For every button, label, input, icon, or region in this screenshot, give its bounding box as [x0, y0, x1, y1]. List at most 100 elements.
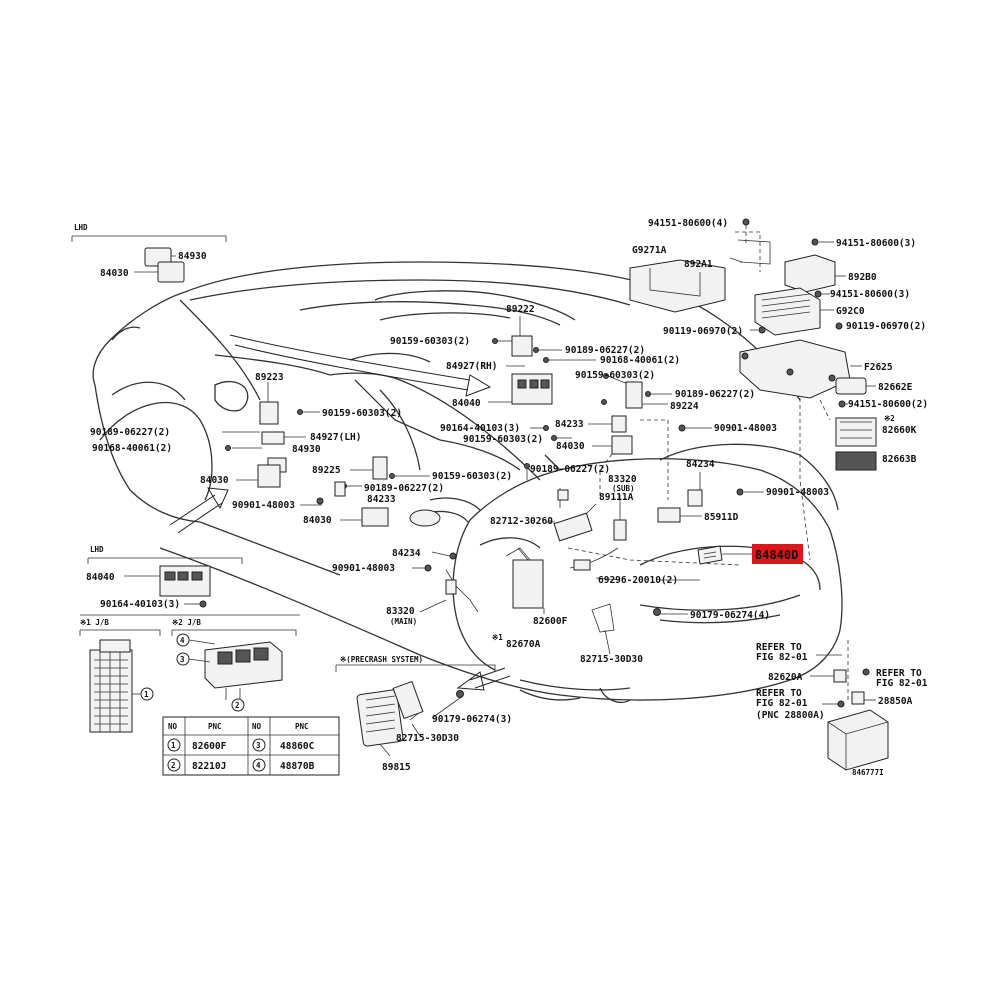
callout-28850a: 28850A	[878, 696, 913, 707]
callout-83320-main-note: (MAIN)	[390, 617, 417, 626]
callout-85911d: 85911D	[704, 512, 739, 523]
right-top-parts: 94151-80600(4) G9271A 892A1 94151-80600(…	[629, 218, 928, 561]
callout-90189-06227-d: 90189-06227(2)	[675, 389, 755, 400]
callout-90168-40061-b: 90168-40061(2)	[600, 355, 680, 366]
callout-90159-60303-e: 90159-60303(2)	[463, 434, 543, 445]
car-body-outline	[92, 261, 843, 703]
callout-90189-06227-b: 90189-06227(2)	[364, 483, 444, 494]
part-84233-b-shape	[611, 415, 627, 433]
callout-89222: 89222	[506, 304, 535, 315]
refer-fig-82-01-b-line1: REFER TO	[876, 668, 922, 679]
part-89225-shape	[372, 456, 388, 480]
callout-94151-80600-a: 94151-80600(4)	[648, 218, 728, 229]
part-84233-a-shape	[334, 481, 346, 497]
callout-90119-06970-a: 90119-06970(2)	[846, 321, 926, 332]
right-mid-parts: 84234 90901-48003 85911D 84840D	[657, 459, 829, 565]
refer-fig-82-01-a-line2: FIG 82-01	[756, 652, 808, 663]
callout-84927-rh: 84927(RH)	[446, 361, 497, 372]
callout-892a1: 892A1	[684, 259, 713, 270]
callout-84930: 84930	[178, 251, 207, 262]
callout-84030-b: 84030	[200, 475, 229, 486]
callout-82620a: 82620A	[768, 672, 803, 683]
part-84030-d-shape	[611, 435, 633, 455]
junction-block-group: ※1 J/B ※2 J/B 1 4 3 2	[79, 618, 297, 733]
callout-82715-30d30-b: 82715-30D30	[396, 733, 459, 744]
refer-fig-82-01-c-line1: REFER TO	[756, 688, 802, 699]
junction-block-1-top	[99, 639, 131, 653]
battery-shape	[827, 709, 889, 771]
highlight-84840d	[752, 544, 803, 564]
callout-83320-sub-note: (SUB)	[612, 484, 635, 493]
refer-fig-82-01-c-line2: FIG 82-01	[756, 698, 808, 709]
jb2-label: ※2 J/B	[172, 618, 201, 627]
callout-89224: 89224	[670, 401, 699, 412]
part-83320-main-shape	[445, 579, 457, 595]
highlight-84840d-label: 84840D	[755, 548, 798, 562]
callout-82660k-mark: ※2	[884, 414, 895, 423]
part-89224-shape	[625, 381, 643, 409]
table-cell: 1	[171, 741, 176, 750]
table-cell: 4	[256, 761, 261, 770]
part-82663b-shape	[835, 451, 877, 471]
part-84030-c-shape	[361, 507, 389, 527]
lhd-group-bottom: LHD 84040 90164-40103(3)	[80, 545, 300, 616]
callout-90189-06227-c: 90189-06227(2)	[565, 345, 645, 356]
door-handle-shape	[409, 509, 441, 527]
callout-84030-a: 84030	[100, 268, 129, 279]
marker-2-text: 2	[235, 701, 240, 710]
callout-90119-06970-b: 90119-06970(2)	[663, 326, 743, 337]
callout-89111a: 89111A	[599, 492, 634, 503]
callout-89225: 89225	[312, 465, 341, 476]
callout-84233-b: 84233	[555, 419, 584, 430]
callout-84927-lh: 84927(LH)	[310, 432, 361, 443]
callout-90159-60303-b: 90159-60303(2)	[432, 471, 512, 482]
table-cell: 48870B	[280, 761, 315, 772]
lhd-label-top: LHD	[74, 223, 88, 232]
part-82660k-shape	[835, 417, 877, 447]
callout-84234-a: 84234	[392, 548, 421, 559]
bottom-right-parts: REFER TO FIG 82-01 REFER TO FIG 82-01 82…	[756, 640, 928, 777]
callout-84040-b: 84040	[86, 572, 115, 583]
table-header-pnc-2: PNC	[295, 722, 309, 731]
pnc-table: NO PNC NO PNC 1 82600F 3 48860C 2 82210J…	[162, 716, 340, 776]
callout-g92c0: G92C0	[836, 306, 865, 317]
callout-90901-48003-a: 90901-48003	[232, 500, 295, 511]
callout-90159-60303-d: 90159-60303(2)	[575, 370, 655, 381]
callout-69296-20010: 69296-20010(2)	[598, 575, 678, 586]
callout-g9271a: G9271A	[632, 245, 667, 256]
part-82662e-shape	[835, 377, 867, 395]
callout-90168-40061-a: 90168-40061(2)	[92, 443, 172, 454]
marker-4-text: 4	[180, 636, 185, 645]
callout-82663b: 82663B	[882, 454, 917, 465]
left-door-parts: 89223 90159-60303(2) 90189-06227(2) 8492…	[90, 372, 512, 527]
callout-90179-06274-a: 90179-06274(4)	[690, 610, 770, 621]
pnc-table-frame	[162, 716, 340, 776]
part-28850a-shape	[851, 691, 865, 705]
part-84030-b-shape	[257, 464, 281, 488]
jb1-label: ※1 J/B	[80, 618, 109, 627]
callout-89815: 89815	[382, 762, 411, 773]
table-header-pnc-1: PNC	[208, 722, 222, 731]
table-cell: 48860C	[280, 741, 315, 752]
precrash-label: ※(PRECRASH SYSTEM)	[340, 655, 423, 664]
table-cell: 3	[256, 741, 261, 750]
direction-arrows	[169, 334, 511, 691]
callout-90901-48003-d: 90901-48003	[766, 487, 829, 498]
callout-82662e: 82662E	[878, 382, 913, 393]
center-lower-parts: 83320 (SUB) 89111A 82712-30260 82600F 82…	[332, 474, 770, 665]
part-89223-shape	[259, 401, 279, 425]
callout-90189-06227-e: 90189-06227(2)	[530, 464, 610, 475]
junction-block-1-shape	[89, 649, 133, 733]
callout-83320-main: 83320	[386, 606, 415, 617]
callout-90901-48003-c: 90901-48003	[332, 563, 395, 574]
refer-fig-82-01-b-line2: FIG 82-01	[876, 678, 928, 689]
table-cell: 82210J	[192, 761, 226, 772]
refer-fig-82-01-a-line1: REFER TO	[756, 642, 802, 653]
center-door-parts: 89222 90159-60303(2) 90189-06227(2) 9016…	[390, 304, 777, 508]
part-85911d-shape	[657, 507, 681, 523]
callout-82600f: 82600F	[533, 616, 568, 627]
callout-82715-30d30-a: 82715-30D30	[580, 654, 643, 665]
refer-fig-82-01-c-line3: (PNC 28800A)	[756, 710, 825, 721]
